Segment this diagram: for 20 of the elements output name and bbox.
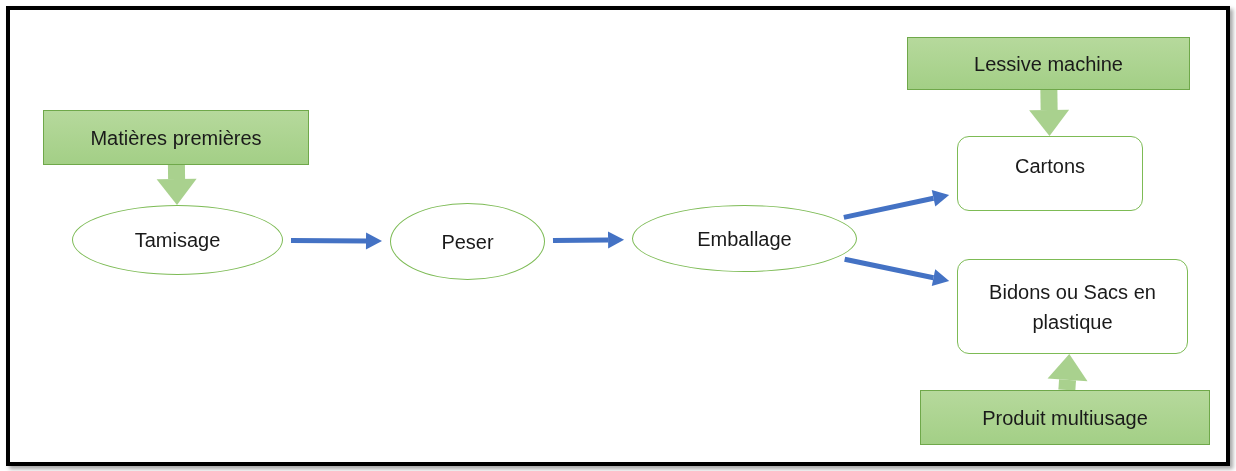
output-box [957,259,1188,354]
input-box [920,390,1210,445]
node-label: Bidons ou Sacs en plastique [988,279,1157,335]
input-box [907,37,1190,90]
arrow [1047,354,1088,391]
node-label: Lessive machine [974,51,1123,77]
arrow [552,231,625,249]
node-label: Peser [441,229,494,255]
input-box [43,110,309,165]
node-label: Cartons [1015,154,1085,179]
arrow [843,189,950,220]
output-box [957,136,1143,211]
arrow [844,256,950,286]
node-label: Emballage [697,226,792,252]
node-label: Produit multiusage [982,405,1148,431]
arrow [291,232,382,250]
arrow [156,164,197,205]
arrow [1029,89,1070,136]
node-label: Tamisage [134,228,221,253]
node-label: Matières premières [90,125,262,151]
